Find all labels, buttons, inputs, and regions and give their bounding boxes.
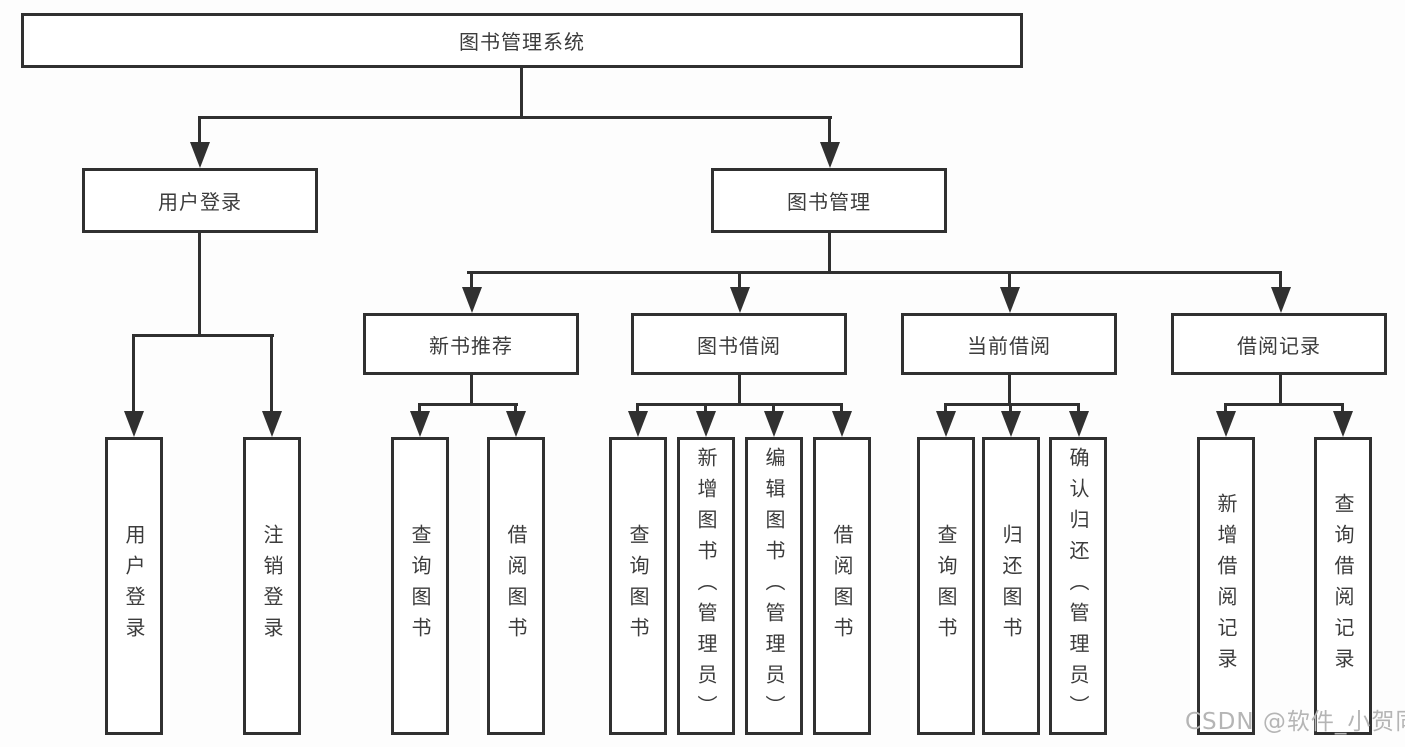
connector-stem-book-management bbox=[828, 116, 831, 144]
connector-trunk bbox=[738, 375, 741, 405]
arrow-down-icon bbox=[936, 411, 956, 437]
connector-stem bbox=[418, 403, 421, 412]
leaf-label: 查询图书 bbox=[626, 524, 650, 648]
node-label: 当前借阅 bbox=[967, 333, 1051, 358]
arrow-down-icon bbox=[696, 411, 716, 437]
connector-stem bbox=[636, 403, 639, 412]
arrow-down-icon bbox=[832, 411, 852, 437]
leaf-label: 查询图书 bbox=[408, 524, 432, 648]
connector-stem bbox=[738, 271, 741, 288]
leaf-edit-books-admin: 编辑图书（管理员） bbox=[745, 437, 803, 735]
node-label: 图书管理 bbox=[787, 190, 871, 214]
node-book-management: 图书管理 bbox=[711, 168, 947, 233]
node-label: 图书管理系统 bbox=[459, 30, 585, 54]
connector-bookmgmt-trunk bbox=[828, 233, 831, 273]
leaf-query-books: 查询图书 bbox=[391, 437, 449, 735]
node-label: 用户登录 bbox=[158, 190, 242, 214]
leaf-label: 新增借阅记录 bbox=[1214, 493, 1238, 679]
node-label: 借阅记录 bbox=[1237, 333, 1321, 358]
leaf-borrow-books: 借阅图书 bbox=[487, 437, 545, 735]
node-borrowing-records: 借阅记录 bbox=[1171, 313, 1387, 375]
leaf-query-books: 查询图书 bbox=[609, 437, 667, 735]
leaf-logout: 注销登录 bbox=[243, 437, 301, 735]
arrow-down-icon bbox=[124, 411, 144, 437]
arrow-down-icon bbox=[262, 411, 282, 437]
arrow-down-icon bbox=[764, 411, 784, 437]
arrow-down-icon bbox=[1271, 287, 1291, 313]
arrow-down-icon bbox=[820, 142, 840, 168]
connector-crossbar bbox=[418, 403, 518, 406]
arrow-down-icon bbox=[190, 142, 210, 168]
leaf-label: 注销登录 bbox=[260, 524, 284, 648]
leaf-confirm-return-admin: 确认归还（管理员） bbox=[1049, 437, 1107, 735]
leaf-label: 新增图书（管理员） bbox=[694, 446, 718, 726]
node-label: 图书借阅 bbox=[697, 333, 781, 358]
connector-userlogin-trunk bbox=[198, 233, 201, 336]
leaf-query-books: 查询图书 bbox=[917, 437, 975, 735]
arrow-down-icon bbox=[1069, 411, 1089, 437]
connector-stem bbox=[470, 271, 473, 288]
connector-bookmgmt-crossbar bbox=[467, 271, 1282, 274]
connector-root-trunk bbox=[520, 68, 523, 119]
connector-stem bbox=[1077, 403, 1080, 412]
arrow-down-icon bbox=[1001, 411, 1021, 437]
leaf-query-borrow-record: 查询借阅记录 bbox=[1314, 437, 1372, 735]
connector-stem bbox=[944, 403, 947, 412]
connector-stem-user-login bbox=[198, 116, 201, 144]
leaf-add-books-admin: 新增图书（管理员） bbox=[677, 437, 735, 735]
connector-stem bbox=[1279, 271, 1282, 288]
connector-crossbar bbox=[944, 403, 1080, 406]
connector-trunk bbox=[1008, 375, 1011, 405]
arrow-down-icon bbox=[506, 411, 526, 437]
arrow-down-icon bbox=[1333, 411, 1353, 437]
node-book-borrowing: 图书借阅 bbox=[631, 313, 847, 375]
arrow-down-icon bbox=[1000, 287, 1020, 313]
connector-stem bbox=[1008, 271, 1011, 288]
leaf-label: 归还图书 bbox=[999, 524, 1023, 648]
arrow-down-icon bbox=[462, 287, 482, 313]
arrow-down-icon bbox=[410, 411, 430, 437]
leaf-label: 查询图书 bbox=[934, 524, 958, 648]
csdn-watermark: CSDN @软件_小贺同学 bbox=[1185, 709, 1405, 735]
leaf-label: 查询借阅记录 bbox=[1331, 493, 1355, 679]
leaf-borrow-books: 借阅图书 bbox=[813, 437, 871, 735]
arrow-down-icon bbox=[1216, 411, 1236, 437]
connector-trunk bbox=[470, 375, 473, 405]
connector-stem bbox=[704, 403, 707, 412]
connector-trunk bbox=[1279, 375, 1282, 405]
leaf-return-books: 归还图书 bbox=[982, 437, 1040, 735]
connector-stem bbox=[1009, 403, 1012, 412]
connector-stem bbox=[270, 334, 273, 412]
connector-crossbar bbox=[1224, 403, 1344, 406]
node-current-borrowing: 当前借阅 bbox=[901, 313, 1117, 375]
node-user-login: 用户登录 bbox=[82, 168, 318, 233]
leaf-label: 借阅图书 bbox=[830, 524, 854, 648]
connector-crossbar bbox=[636, 403, 843, 406]
connector-stem bbox=[1341, 403, 1344, 412]
leaf-add-borrow-record: 新增借阅记录 bbox=[1197, 437, 1255, 735]
arrow-down-icon bbox=[628, 411, 648, 437]
leaf-label: 确认归还（管理员） bbox=[1066, 446, 1090, 726]
node-new-book-recommendation: 新书推荐 bbox=[363, 313, 579, 375]
connector-stem bbox=[840, 403, 843, 412]
connector-root-crossbar bbox=[198, 116, 832, 119]
node-root-library-management-system: 图书管理系统 bbox=[21, 13, 1023, 68]
connector-stem bbox=[514, 403, 517, 412]
leaf-label: 编辑图书（管理员） bbox=[762, 446, 786, 726]
connector-stem bbox=[1224, 403, 1227, 412]
leaf-label: 用户登录 bbox=[122, 524, 146, 648]
arrow-down-icon bbox=[730, 287, 750, 313]
connector-stem bbox=[772, 403, 775, 412]
connector-stem bbox=[132, 334, 135, 412]
connector-userlogin-crossbar bbox=[133, 334, 274, 337]
leaf-label: 借阅图书 bbox=[504, 524, 528, 648]
leaf-user-login: 用户登录 bbox=[105, 437, 163, 735]
node-label: 新书推荐 bbox=[429, 333, 513, 358]
